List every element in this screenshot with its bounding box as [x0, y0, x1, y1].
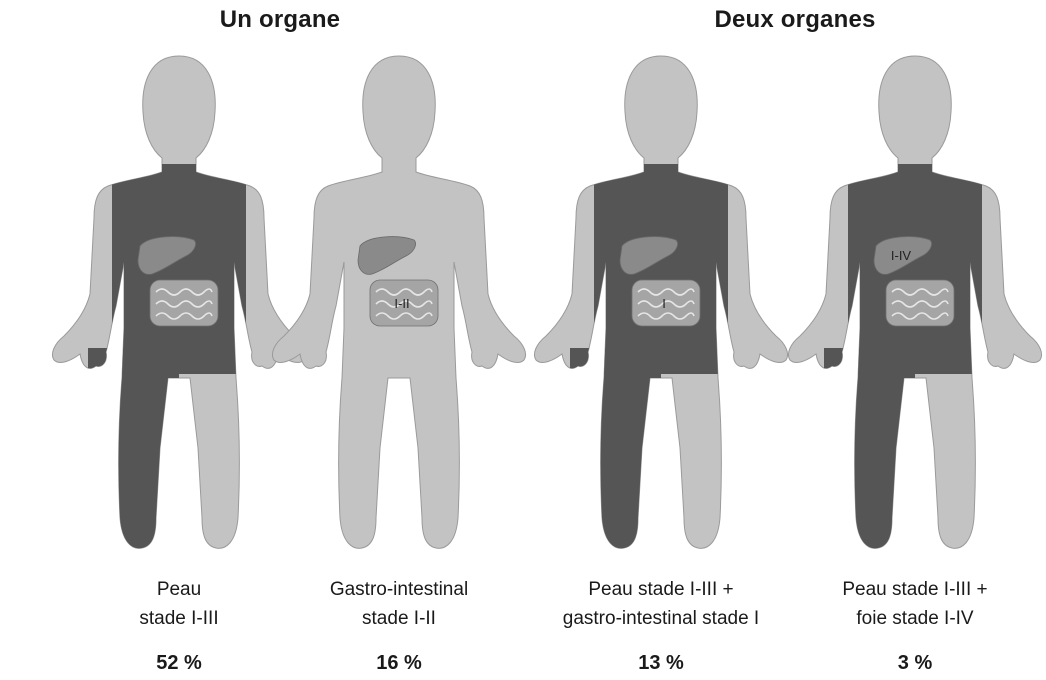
intestine-organ — [150, 280, 218, 326]
intestine-organ — [632, 280, 700, 326]
figure-caption: Gastro-intestinal stade I-II — [268, 575, 530, 633]
caption-line-1: Peau stade I-III + — [784, 575, 1046, 604]
caption-line-2: gastro-intestinal stade I — [530, 604, 792, 633]
caption-line-2: foie stade I-IV — [784, 604, 1046, 633]
intestine-organ — [886, 280, 954, 326]
caption-line-1: Gastro-intestinal — [268, 575, 530, 604]
caption-line-2: stade I-II — [268, 604, 530, 633]
group-title-one-organ: Un organe — [130, 6, 430, 34]
percentage-value: 16 % — [268, 652, 530, 675]
body-figure: I — [530, 48, 792, 558]
liver-stage-label: I-IV — [891, 248, 912, 263]
gut-stage-label: I — [662, 296, 666, 311]
percentage-value: 3 % — [784, 652, 1046, 675]
figure-caption: Peau stade I-III + gastro-intestinal sta… — [530, 575, 792, 633]
body-figure: I-IV — [784, 48, 1046, 558]
body-figure: I-II — [268, 48, 530, 558]
figure-caption: Peau stade I-III + foie stade I-IV — [784, 575, 1046, 633]
group-title-two-organs: Deux organes — [645, 6, 945, 34]
caption-line-1: Peau stade I-III + — [530, 575, 792, 604]
percentage-value: 13 % — [530, 652, 792, 675]
gut-stage-label: I-II — [394, 296, 409, 311]
